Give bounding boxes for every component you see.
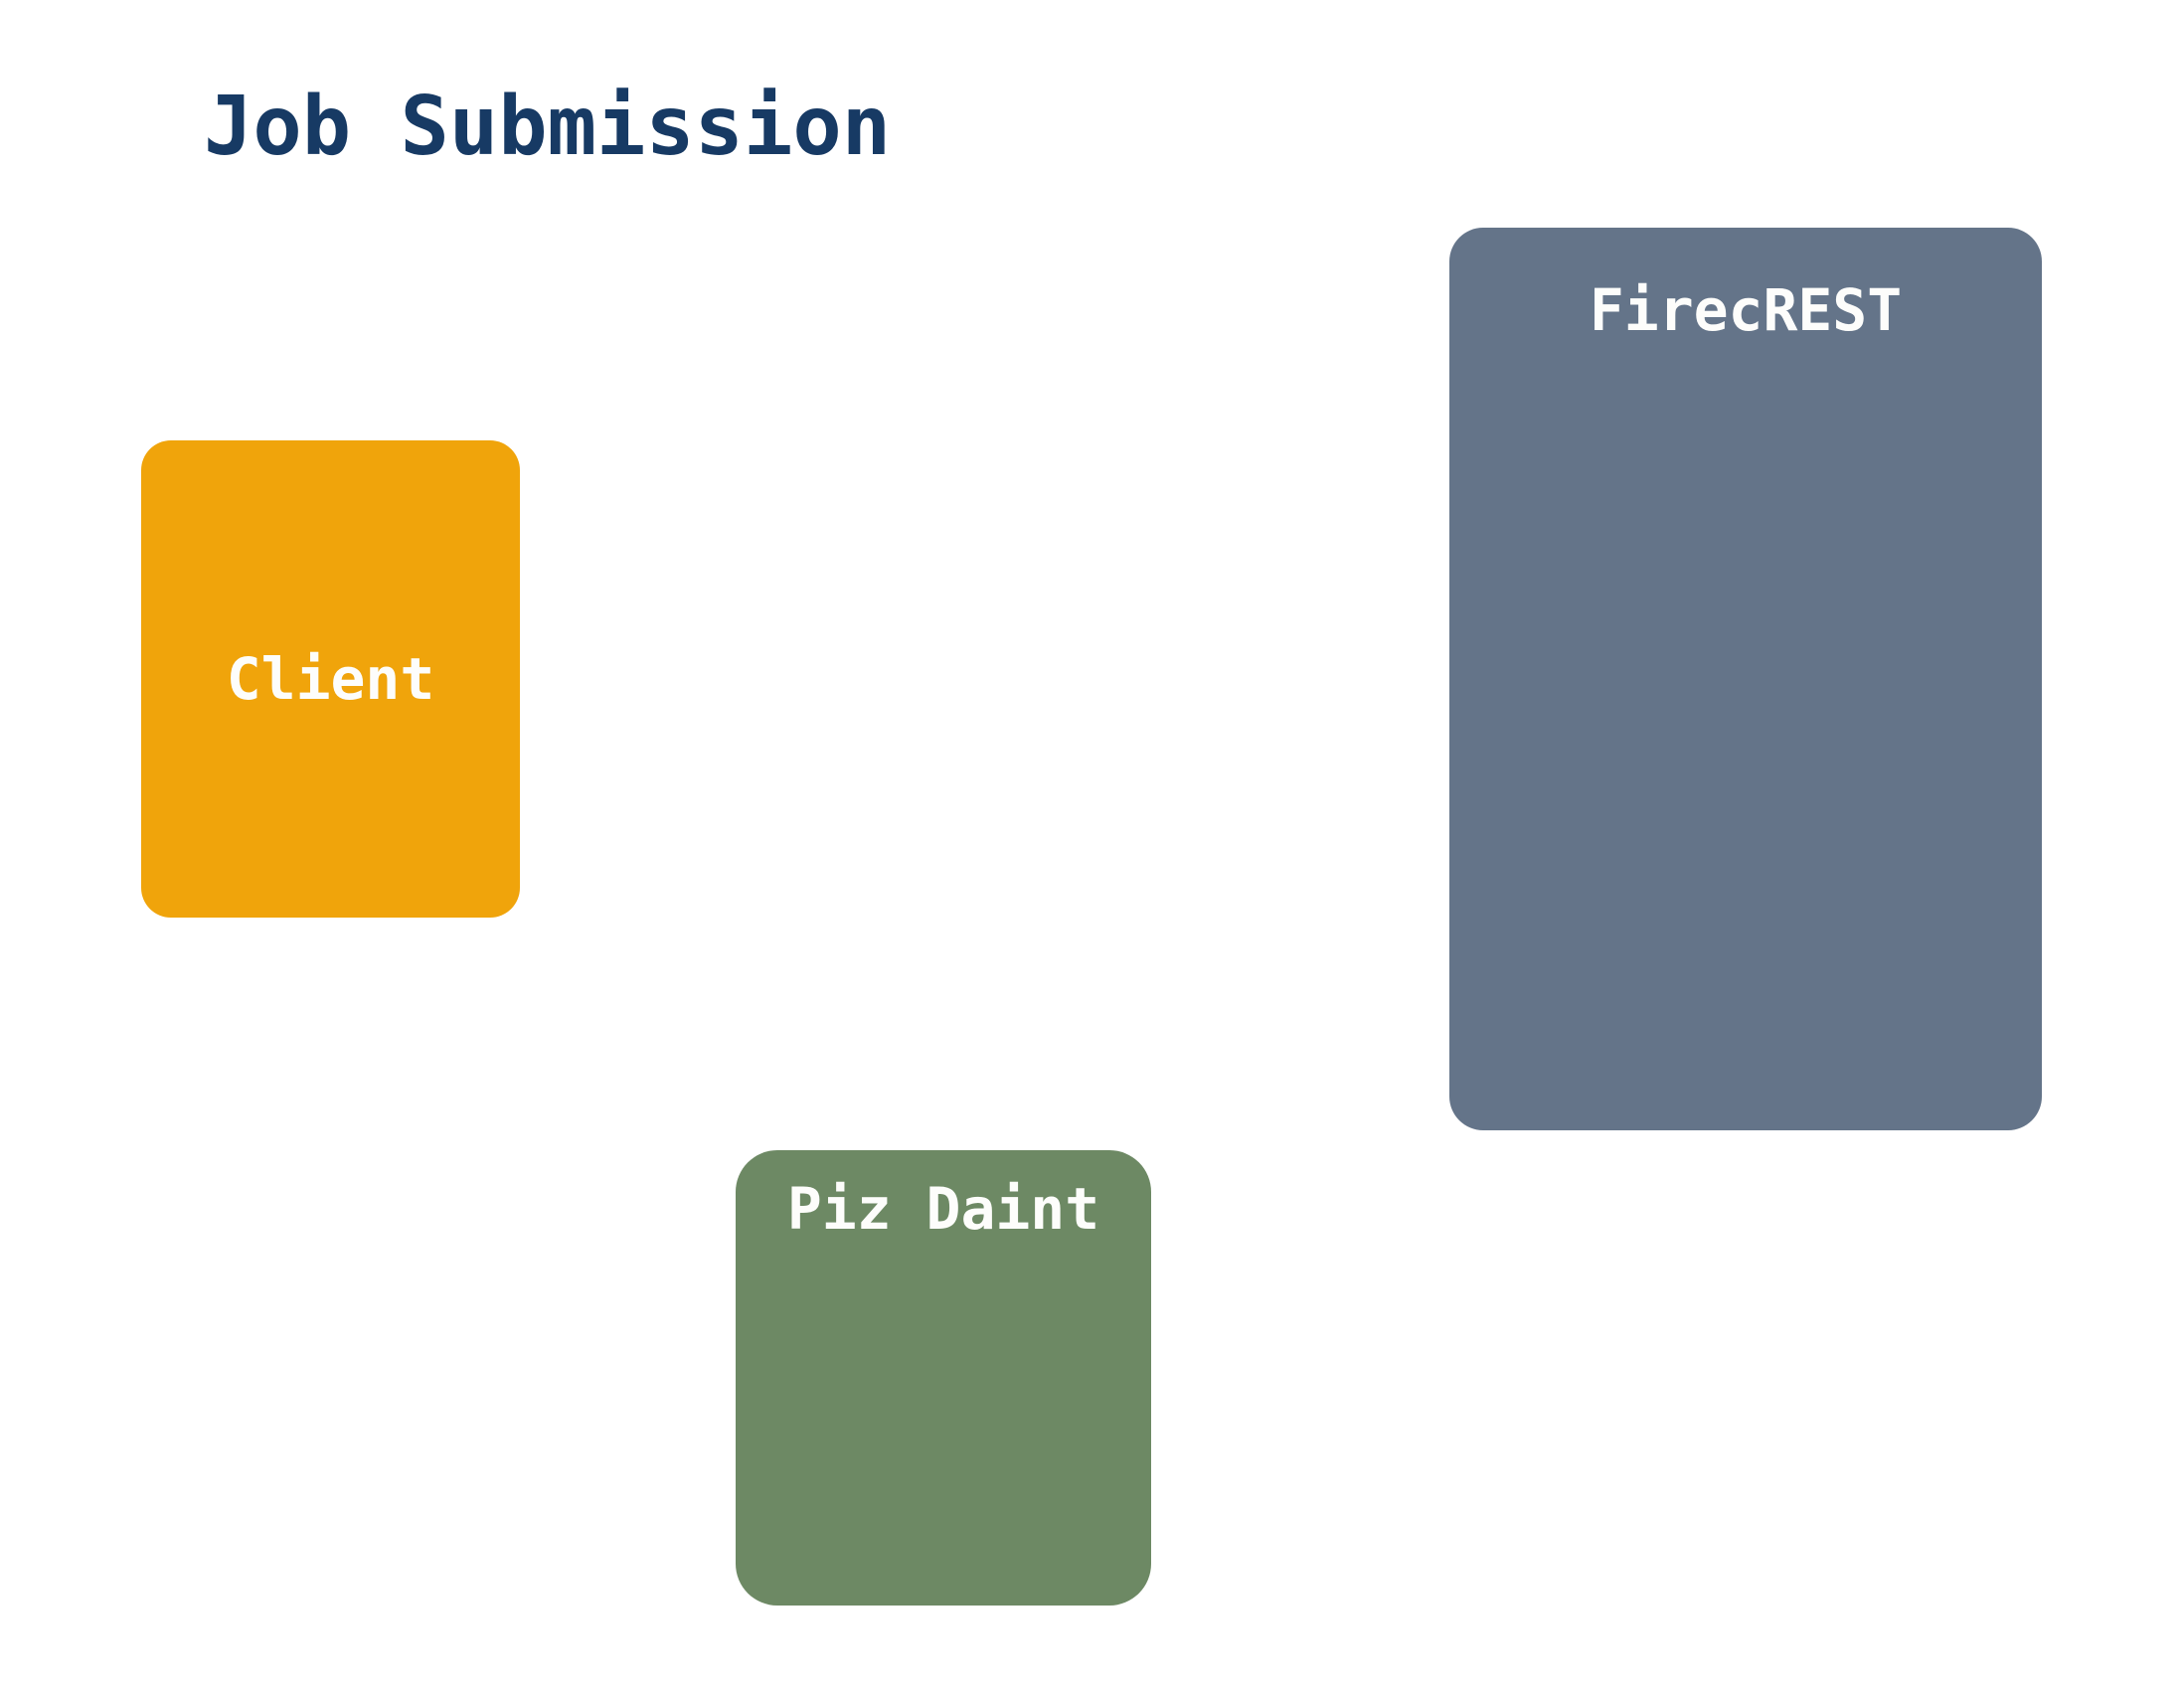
client-node-label: Client <box>226 644 435 713</box>
firecrest-node-label: FirecREST <box>1589 276 1903 344</box>
page-title: Job Submission <box>204 80 892 174</box>
piz-daint-node: Piz Daint <box>736 1150 1151 1606</box>
piz-daint-node-label: Piz Daint <box>786 1175 1100 1243</box>
firecrest-node: FirecREST <box>1449 228 2042 1130</box>
client-node: Client <box>141 440 520 918</box>
